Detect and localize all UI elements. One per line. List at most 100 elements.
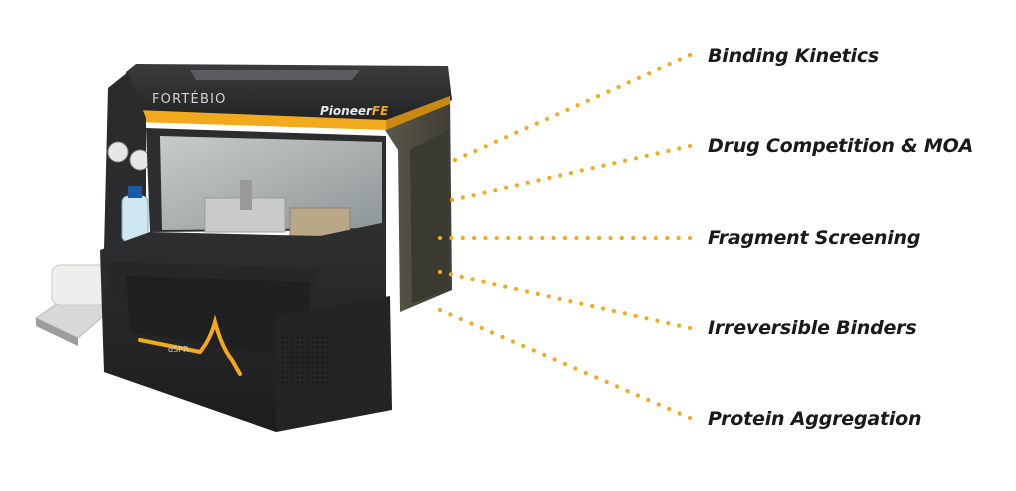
application-label-irreversible-binders: Irreversible Binders — [708, 317, 917, 339]
leader-dot — [579, 168, 584, 173]
leader-dot — [677, 146, 682, 151]
leader-dot — [557, 296, 562, 301]
leader-dot — [481, 279, 486, 284]
leader-dot — [583, 370, 588, 376]
leader-dot — [448, 312, 453, 317]
leader-dot — [448, 272, 453, 277]
leader-dot — [452, 157, 458, 163]
leader-dot — [616, 84, 621, 90]
leader-dot — [568, 299, 573, 304]
leader-dot — [677, 411, 682, 416]
leader-dot — [666, 148, 671, 153]
leader-dot — [612, 161, 617, 166]
leader-dot — [459, 274, 464, 279]
leader-dot — [514, 286, 519, 292]
leader-dot — [687, 415, 693, 421]
sample-chamber-window — [146, 128, 386, 237]
leader-dot — [437, 307, 443, 313]
leader-dot — [494, 235, 499, 241]
front-badge: dSPR — [168, 345, 189, 354]
leader-dot — [558, 173, 563, 178]
leader-dot — [552, 357, 557, 362]
leader-dot — [633, 313, 638, 318]
leader-dot — [547, 175, 552, 180]
leader-dot — [667, 406, 672, 412]
leader-lines — [437, 52, 693, 421]
application-label-drug-competition: Drug Competition & MOA — [708, 135, 974, 157]
leader-dot — [471, 193, 476, 198]
leader-dot — [655, 151, 660, 156]
application-label-fragment-screening: Fragment Screening — [708, 227, 921, 249]
leader-dot — [604, 379, 609, 385]
instrument-side-panel — [385, 96, 452, 312]
leader-dot — [555, 112, 560, 117]
leader-dot — [504, 185, 509, 190]
leader-dot — [625, 388, 630, 394]
model-name-suffix: FE — [372, 104, 389, 118]
leader-dot — [449, 235, 454, 241]
leader-dot — [601, 163, 606, 168]
leader-dot — [524, 289, 530, 294]
leader-dot — [642, 235, 647, 241]
leader-dot — [579, 301, 584, 306]
leader-dot — [655, 318, 660, 323]
leader-dot — [463, 153, 468, 158]
leader-dot — [590, 166, 595, 171]
leader-dot — [521, 343, 526, 349]
leader-dot — [503, 284, 508, 289]
leader-dot — [646, 397, 651, 403]
leader-dot — [687, 325, 693, 331]
leader-dot — [631, 235, 636, 241]
leader-dot — [437, 269, 443, 275]
leader-dot — [619, 235, 624, 241]
leader-dot — [472, 235, 477, 241]
leader-dot — [493, 188, 498, 193]
leader-dot — [504, 135, 509, 140]
leader-dot — [500, 334, 505, 340]
leader-dot — [622, 311, 627, 316]
leader-dot — [534, 121, 539, 126]
leader-dot — [585, 98, 590, 103]
leader-dot — [542, 352, 547, 358]
leader-dot — [600, 306, 606, 311]
leader-dot — [633, 156, 639, 161]
leader-dot — [623, 158, 628, 163]
leader-dot — [626, 80, 631, 85]
leader-dot — [562, 235, 568, 241]
leader-dot — [635, 393, 641, 398]
leader-dot — [606, 89, 611, 94]
leader-dot — [536, 178, 541, 183]
leader-dot — [514, 183, 520, 188]
leader-dot — [510, 339, 515, 344]
leader-dot — [608, 235, 613, 241]
instrument-front-body: dSPR — [100, 222, 392, 432]
leader-dot — [517, 235, 522, 241]
leader-dot — [514, 130, 519, 135]
leader-dot — [594, 375, 599, 380]
leader-dot — [540, 235, 545, 241]
leader-dot — [585, 235, 590, 241]
leader-dot — [565, 107, 570, 112]
application-label-binding-kinetics: Binding Kinetics — [708, 45, 879, 67]
model-name-prefix: Pioneer — [320, 104, 373, 118]
leader-dot — [506, 235, 511, 241]
leader-dot — [562, 361, 568, 367]
leader-dot — [573, 366, 578, 371]
leader-dot — [449, 197, 455, 203]
leader-dot — [575, 103, 580, 108]
leader-dot — [595, 94, 601, 99]
leader-dot — [667, 62, 672, 67]
leader-dot — [470, 277, 475, 282]
fluidics-panel — [104, 72, 151, 262]
leader-dot — [460, 195, 465, 200]
leader-dot — [483, 144, 488, 149]
leader-dot — [611, 308, 617, 314]
application-label-protein-aggregation: Protein Aggregation — [708, 408, 922, 430]
leader-dot — [437, 235, 443, 241]
leader-dot — [656, 402, 661, 407]
leader-dot — [531, 348, 536, 353]
leader-dot — [687, 235, 693, 241]
brand-logo: FORTÉBIO — [152, 91, 227, 107]
